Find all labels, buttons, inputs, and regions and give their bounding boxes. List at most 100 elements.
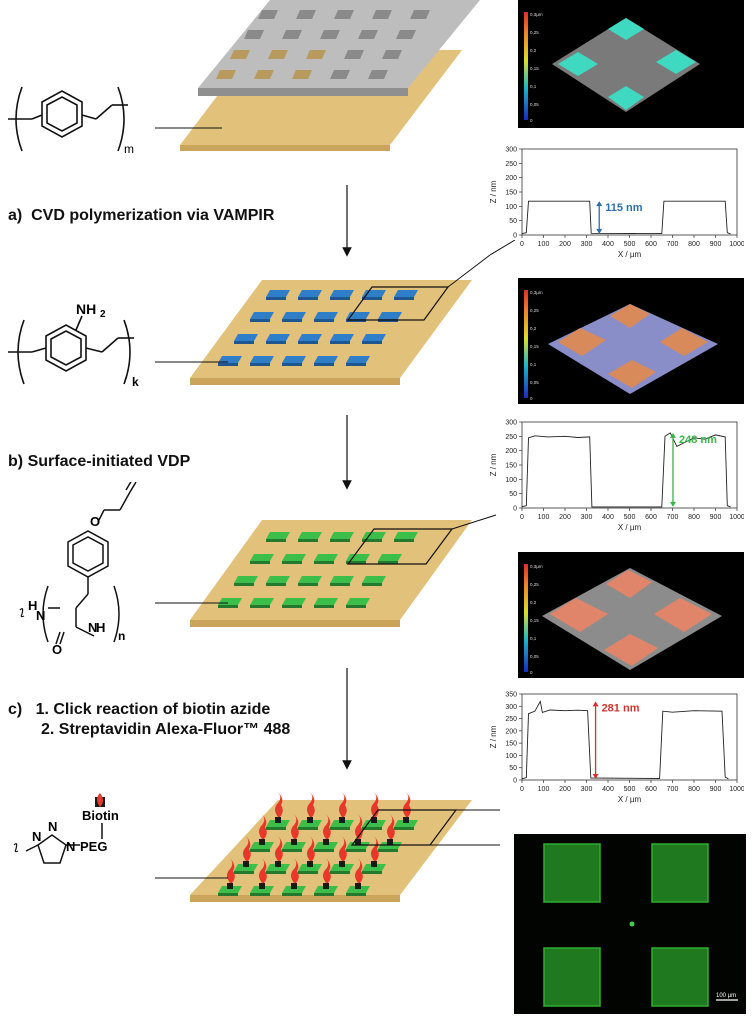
afm-image-1: 0,3µm 0,25 0,2 0,15 0,1 0,05 0 [518,0,744,128]
y-tick-label: 250 [505,716,517,723]
x-tick-label: 400 [602,786,614,793]
pad [346,356,370,363]
y-axis-label: Z / nm [489,725,498,748]
x-tick-label: 300 [581,241,593,248]
x-tick-label: 700 [667,241,679,248]
streptavidin-anchor [371,861,377,867]
pad [346,554,370,561]
x-tick-label: 1000 [729,514,744,521]
pad-edge [298,871,318,874]
substrate-with-mask [180,0,480,151]
pad [298,576,322,583]
y-tick-label: 50 [509,765,517,772]
x-tick-label: 200 [559,514,571,521]
pad-edge [378,849,398,852]
step-a-label: a) CVD polymerization via VAMPIR [8,207,274,225]
pad-edge [282,561,302,564]
pad-edge [298,827,318,830]
plot-frame [522,149,737,235]
streptavidin-anchor [323,883,329,889]
substrate-green-pads [190,520,472,627]
pad-edge [330,583,350,586]
y-tick-label: 150 [505,190,517,197]
pad-edge [298,297,318,300]
x-tick-label: 500 [624,514,636,521]
pad [314,312,338,319]
arrow-head-down [670,502,676,507]
step-height-label: 248 nm [679,434,717,446]
pad [330,576,354,583]
pad-edge [234,341,254,344]
pad-edge [218,605,238,608]
svg-text:0,15: 0,15 [530,618,539,623]
pad [394,532,418,539]
streptavidin-anchor [259,883,265,889]
pad-edge [346,849,366,852]
x-tick-label: 800 [688,514,700,521]
pad [330,290,354,297]
pad-edge [314,893,334,896]
pad [250,356,274,363]
pad [378,554,402,561]
svg-text:0,25: 0,25 [530,582,539,587]
pad-edge [346,893,366,896]
x-tick-label: 700 [667,786,679,793]
pad-edge [362,583,382,586]
afm-image-2: 0,3µm 0,25 0,2 0,15 0,1 0,05 0 [518,278,744,404]
streptavidin-anchor [403,817,409,823]
pad [298,334,322,341]
svg-text:0,05: 0,05 [530,102,539,107]
streptavidin-anchor [339,817,345,823]
pad-edge [314,319,334,322]
pad-edge [394,827,414,830]
x-tick-label: 1000 [729,786,744,793]
pad [250,598,274,605]
x-tick-label: 600 [645,514,657,521]
pad-edge [250,893,270,896]
x-tick-label: 800 [688,786,700,793]
pad-edge [250,605,270,608]
pad-edge [330,539,350,542]
pad [282,356,306,363]
pad [378,312,402,319]
pad-edge [394,297,414,300]
process-diagram [0,0,500,1019]
streptavidin-anchor [307,817,313,823]
profile-chart-3-svg: 0501001502002503003500100200300400500600… [482,688,744,813]
pad-edge [282,849,302,852]
fluorescent-square-4 [652,948,708,1006]
svg-text:0,1: 0,1 [530,636,537,641]
pad-edge [250,561,270,564]
pad-edge [266,297,286,300]
pad-edge [330,297,350,300]
svg-text:0,15: 0,15 [530,344,539,349]
x-tick-label: 400 [602,241,614,248]
svg-text:0,05: 0,05 [530,380,539,385]
y-tick-label: 150 [505,463,517,470]
y-tick-label: 250 [505,161,517,168]
pad-edge [282,893,302,896]
x-axis-label: X / µm [618,523,642,532]
step-height-label: 281 nm [602,702,640,714]
streptavidin-anchor [227,883,233,889]
y-tick-label: 100 [505,753,517,760]
svg-text:0,1: 0,1 [530,362,537,367]
svg-text:0,15: 0,15 [530,66,539,71]
svg-text:0,3µm: 0,3µm [530,12,543,17]
step-a-letter: a) [8,207,22,224]
fluorescent-square-1 [544,844,600,902]
svg-text:0,05: 0,05 [530,654,539,659]
streptavidin-anchor [339,861,345,867]
streptavidin-anchor [275,817,281,823]
step-b-label: b) Surface-initiated VDP [8,453,190,471]
x-tick-label: 0 [520,514,524,521]
step-c-line2: 2. Streptavidin Alexa-Fluor™ 488 [8,721,290,738]
x-tick-label: 100 [538,786,550,793]
pad-edge [314,561,334,564]
fluorescent-square-2 [652,844,708,902]
pad [346,598,370,605]
x-tick-label: 300 [581,514,593,521]
x-tick-label: 100 [538,514,550,521]
pad-edge [346,605,366,608]
